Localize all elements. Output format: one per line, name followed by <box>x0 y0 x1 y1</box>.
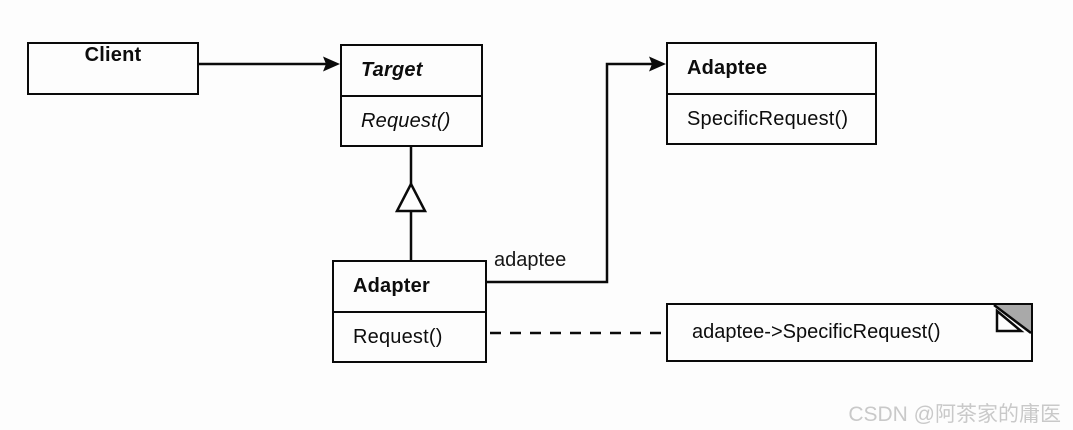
note-text: adaptee->SpecificRequest() <box>692 321 941 343</box>
class-box-client: Client <box>27 42 199 95</box>
client-target-association <box>199 56 340 72</box>
arrowhead-icon <box>323 56 340 72</box>
adapter-target-generalization <box>394 147 428 260</box>
class-name-client: Client <box>84 44 142 66</box>
arrowhead-icon <box>649 56 666 72</box>
note-box: adaptee->SpecificRequest() <box>666 303 1033 362</box>
class-box-adapter: Adapter Request() <box>332 260 487 363</box>
class-box-adaptee: Adaptee SpecificRequest() <box>666 42 877 145</box>
inheritance-triangle-icon <box>394 181 428 213</box>
method-target-request: Request() <box>361 109 451 132</box>
watermark-text: CSDN @阿茶家的庸医 <box>848 403 1061 426</box>
class-name-adapter: Adapter <box>334 262 485 313</box>
association-label-adaptee: adaptee <box>494 249 567 271</box>
method-adaptee-specificrequest: SpecificRequest() <box>687 107 849 130</box>
note-folded-corner-icon <box>993 304 1032 334</box>
class-name-target: Target <box>342 46 481 97</box>
class-box-target: Target Request() <box>340 44 483 147</box>
method-adapter-request: Request() <box>353 325 443 348</box>
class-name-adaptee: Adaptee <box>668 44 875 95</box>
